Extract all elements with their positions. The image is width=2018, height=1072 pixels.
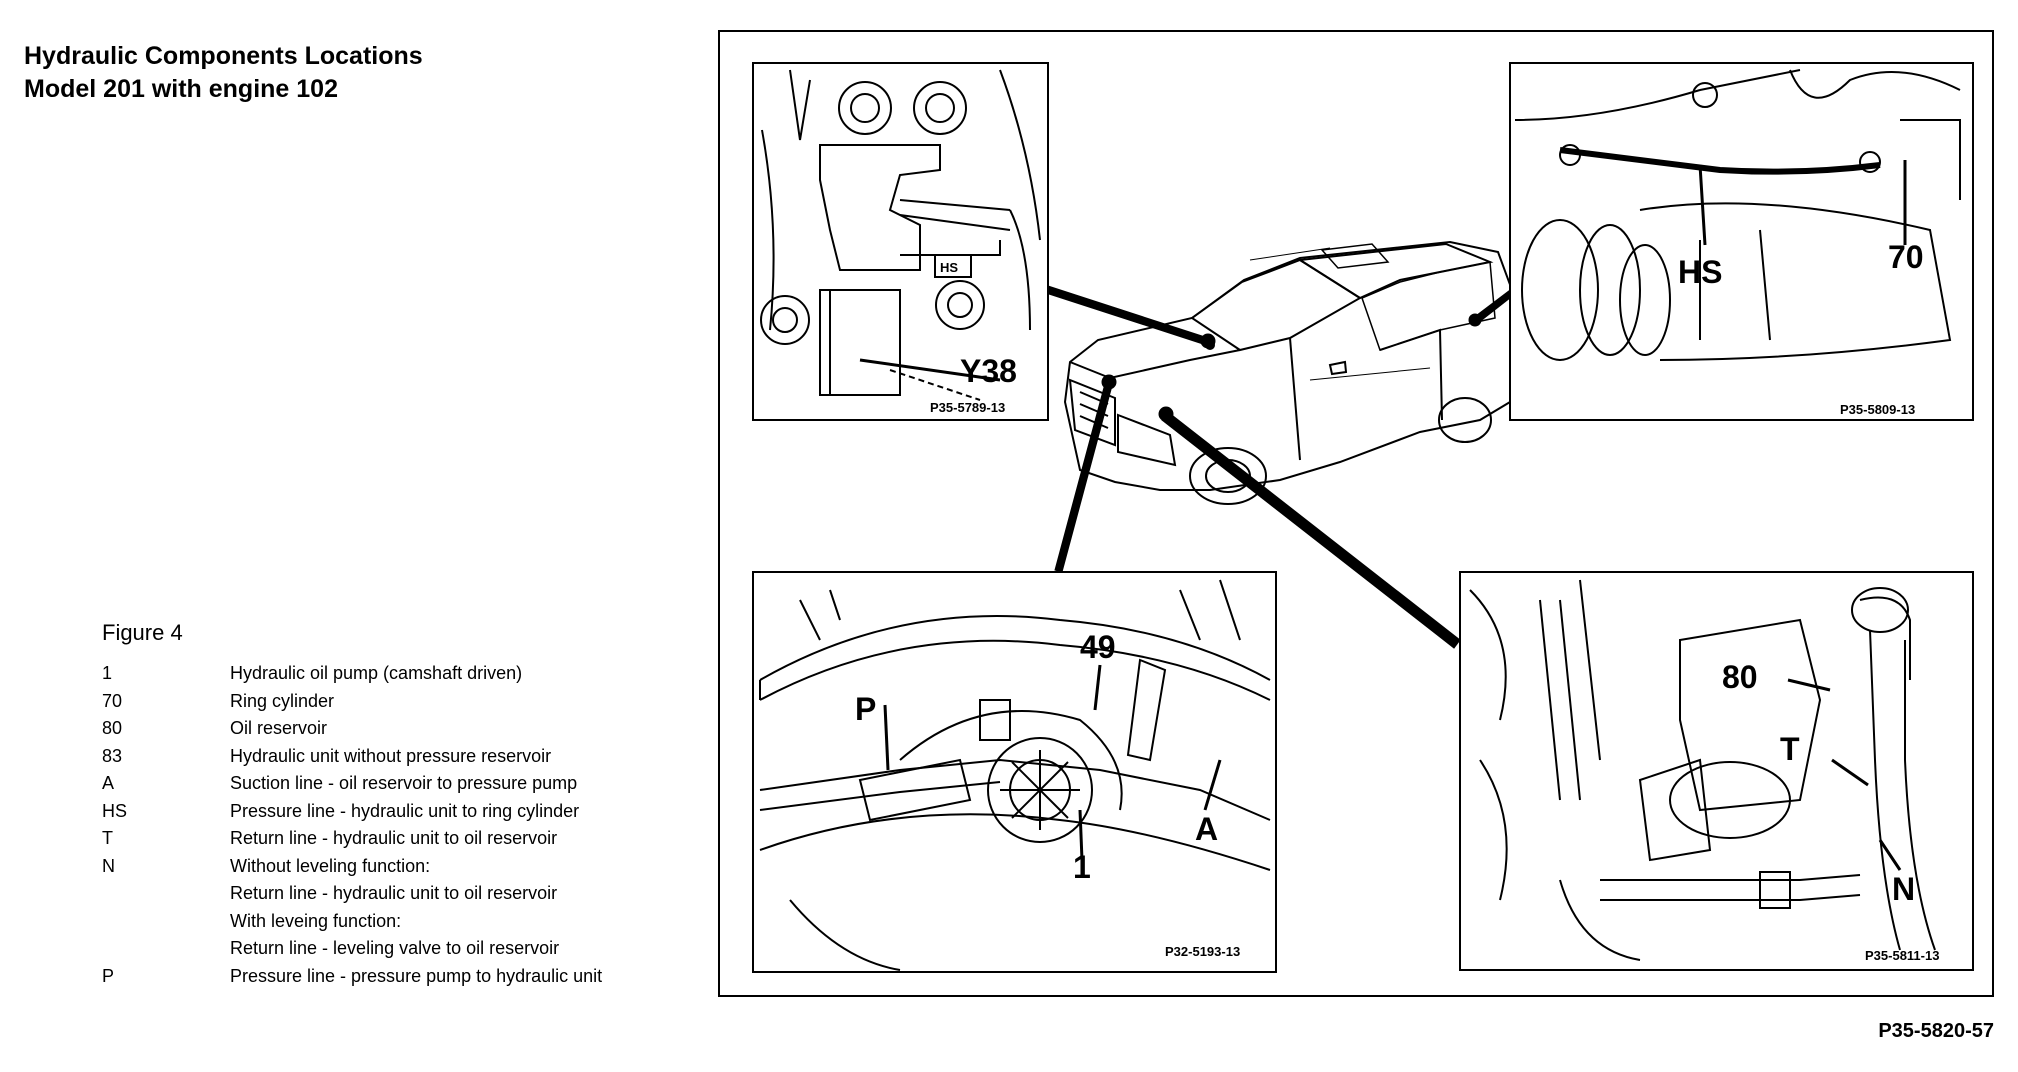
inset-ring-cylinder: HS 70 P35-5809-13	[1509, 62, 1974, 421]
legend-row: P Pressure line - pressure pump to hydrau…	[102, 963, 602, 991]
legend-key: A	[102, 773, 115, 793]
legend-text: Return line - hydraulic unit to oil rese…	[230, 883, 558, 903]
legend-text: Hydraulic oil pump (camshaft driven)	[230, 663, 523, 683]
inset-callout-t: T	[1780, 731, 1800, 767]
inset-code: P32-5193-13	[1165, 944, 1240, 959]
legend-text: Return line - hydraulic unit to oil rese…	[230, 828, 558, 848]
figure-code: P35-5820-57	[1878, 1020, 1994, 1042]
legend-key: T	[102, 828, 113, 848]
inset-callout-1: 1	[1073, 849, 1091, 885]
legend-row: Return line - hydraulic unit to oil rese…	[102, 880, 602, 908]
inset-code: P35-5789-13	[930, 400, 1005, 415]
inset-frame	[1459, 571, 1974, 971]
inset-oil-reservoir: 80 T N P35-5811-13	[1459, 571, 1974, 971]
legend-key: N	[102, 855, 115, 876]
inset-callout-hs: HS	[940, 260, 958, 275]
inset-callout-y38: Y38	[960, 353, 1017, 389]
diagram-frame	[718, 30, 1994, 997]
inset-code: P35-5809-13	[1840, 402, 1915, 417]
legend-row: 80 Oil reservoir	[102, 715, 602, 743]
inset-callout-hs: HS	[1678, 254, 1722, 290]
title-line-1: Hydraulic Components Locations	[24, 42, 423, 70]
legend-row: 83 Hydraulic unit without pressure reserv…	[102, 743, 602, 771]
legend-row: T Return line - hydraulic unit to oil res…	[102, 825, 602, 853]
legend-text: Hydraulic unit without pressure reservoi…	[230, 745, 552, 766]
legend-row: HS Pressure line - hydraulic unit to ring…	[102, 798, 602, 826]
legend-row: 1 Hydraulic oil pump (camshaft driven)	[102, 660, 602, 688]
inset-callout-ring: 70	[1888, 239, 1924, 275]
inset-oil-pump: P 49 1 A P32-5193-13	[752, 571, 1277, 973]
legend-text: Pressure line - pressure pump to hydraul…	[230, 965, 603, 986]
legend-key: HS	[102, 800, 128, 821]
car-illustration	[1063, 240, 1514, 505]
inset-line-art	[759, 579, 1271, 971]
legend-row: 70 Ring cylinder	[102, 688, 602, 716]
page-title: Hydraulic Components Locations Model 201…	[24, 40, 423, 106]
legend-text: Ring cylinder	[230, 690, 335, 711]
legend-key: 70	[102, 690, 123, 711]
inset-callout-49: 49	[1080, 629, 1116, 665]
legend-row: Return line - leveling valve to oil rese…	[102, 935, 602, 963]
legend-key: 80	[102, 718, 123, 738]
legend-text: Suction line - oil reservoir to pressure…	[230, 773, 578, 793]
inset-frame	[752, 571, 1277, 973]
legend-row: N Without leveling function:	[102, 853, 602, 881]
figure-label: Figure 4	[102, 620, 183, 645]
legend-text: With leveing function:	[230, 910, 402, 931]
inset-code: P35-5811-13	[1865, 948, 1939, 963]
inset-callout-p: P	[855, 691, 876, 727]
legend-key: 83	[102, 745, 123, 766]
legend-key: P	[102, 965, 115, 986]
legend-text: Return line - leveling valve to oil rese…	[230, 938, 560, 958]
inset-line-art	[1469, 579, 1936, 961]
legend-text: Pressure line - hydraulic unit to ring c…	[230, 800, 580, 821]
inset-line-art	[760, 69, 1041, 401]
legend-text: Oil reservoir	[230, 718, 328, 738]
legend-key: 1	[102, 663, 113, 683]
inset-hydraulic-unit: HS Y38 P35-5789-13	[752, 62, 1049, 421]
inset-leader-lines	[1045, 274, 1534, 649]
legend-text: Without leveling function:	[230, 855, 431, 876]
inset-callout-n: N	[1892, 871, 1915, 907]
inset-callout-80: 80	[1722, 659, 1758, 695]
inset-callout-a: A	[1195, 811, 1218, 847]
title-line-2: Model 201 with engine 102	[24, 75, 338, 103]
legend-row: A Suction line - oil reservoir to pressur…	[102, 770, 602, 798]
inset-line-art	[1514, 69, 1961, 361]
legend: 1 Hydraulic oil pump (camshaft driven) 70…	[102, 660, 602, 990]
legend-row: With leveing function:	[102, 908, 602, 936]
